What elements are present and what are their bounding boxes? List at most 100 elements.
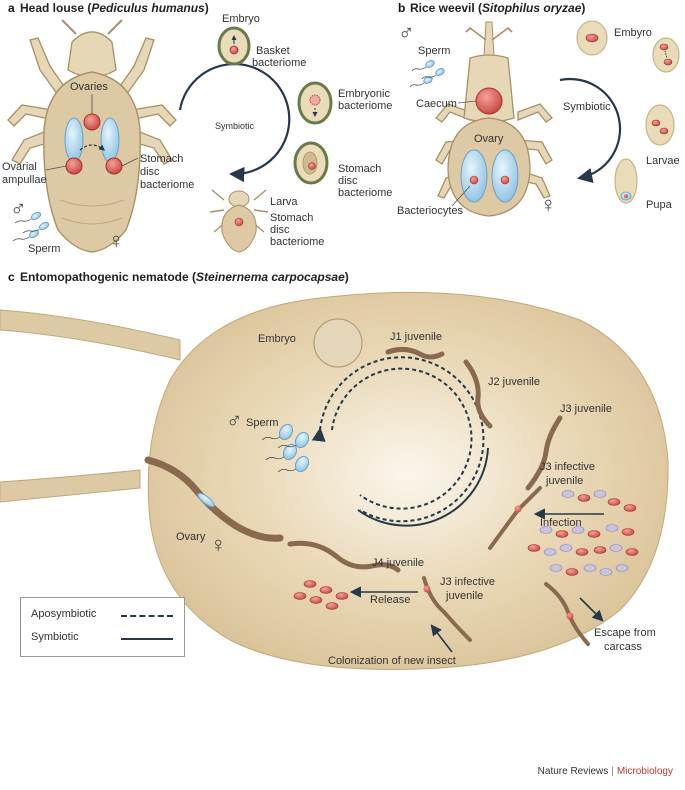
ovary-right (100, 117, 120, 163)
label-stomachr-3: bacteriome (338, 187, 392, 199)
legend-aposymbiotic-label: Aposymbiotic (31, 608, 97, 620)
male-symbol-a: ♂ (10, 196, 27, 221)
label-stomachl-2: disc (270, 224, 290, 236)
label-j3inf-2: juvenile (545, 475, 583, 487)
label-j4: J4 juvenile (372, 557, 424, 569)
label-sperm-c: Sperm (246, 417, 278, 429)
panel-c-letter: c (8, 270, 15, 284)
label-embryo-b: Embyro (614, 27, 652, 39)
female-symbol-b: ♀ (540, 192, 557, 217)
host-tail-lower (0, 469, 141, 503)
label-release: Release (370, 594, 410, 606)
label-stomach-3: bacteriome (140, 179, 194, 191)
label-stomachr-2: disc (338, 175, 358, 187)
escape-nematode (544, 582, 590, 646)
credit-line: Nature Reviews|Microbiology (538, 766, 673, 777)
ovary-left (64, 117, 84, 163)
label-sperm-b: Sperm (418, 45, 450, 57)
label-larvae: Larvae (646, 155, 680, 167)
label-ovarial-1: Ovarial (2, 161, 37, 173)
label-escape-2: carcass (604, 641, 642, 653)
panel-b-title: Rice weevil (Sitophilus oryzae) (410, 1, 585, 15)
weevil-larvae (645, 104, 675, 146)
label-ovaries: Ovaries (70, 81, 108, 93)
label-pupa: Pupa (646, 199, 673, 211)
j3-juvenile (525, 415, 563, 491)
louse-head (67, 31, 117, 78)
label-j3inf-1: J3 infective (540, 461, 595, 473)
louse-body (43, 71, 141, 253)
label-symbiotic-b: Symbiotic (563, 101, 611, 113)
credit-journal: Nature Reviews (537, 766, 609, 777)
label-embryonic-1: Embryonic (338, 88, 390, 100)
nematode-embryo (313, 318, 363, 368)
label-bacteriocytes: Bacteriocytes (397, 205, 464, 217)
label-larva: Larva (270, 196, 298, 208)
female-symbol-a: ♀ (108, 228, 125, 253)
ampulla-right (105, 157, 123, 175)
label-stomachl-3: bacteriome (270, 236, 324, 248)
cycle-c-aposymbiotic (311, 356, 485, 523)
cycle-c-inner (331, 367, 473, 510)
panel-a: a Head louse (Pediculus humanus) Ovaries… (2, 1, 392, 255)
label-basket-2: bacteriome (252, 57, 306, 69)
label-stomachr-1: Stomach (338, 163, 381, 175)
cycle-a (178, 63, 291, 183)
label-j3inf-4: juvenile (445, 590, 483, 602)
legend-dashed-line (121, 615, 173, 617)
host-body (147, 291, 669, 670)
male-symbol-b: ♂ (398, 20, 415, 45)
label-ovary-b: Ovary (474, 133, 504, 145)
j1-juvenile (385, 346, 445, 360)
credit-separator: | (611, 766, 614, 777)
legend-symbiotic-label: Symbiotic (31, 631, 79, 643)
label-sperm-a: Sperm (28, 243, 60, 255)
weevil-stage2 (652, 37, 680, 73)
male-symbol-c: ♂ (226, 408, 243, 433)
panel-a-title: Head louse (Pediculus humanus) (20, 1, 209, 15)
panel-c: c Entomopathogenic nematode (Steinernema… (0, 270, 669, 670)
larva (209, 189, 269, 253)
label-ovarial-2: ampullae (2, 174, 47, 186)
label-stomach-2: disc (140, 166, 160, 178)
cycle-c-symbiotic (357, 447, 489, 527)
panel-c-title: Entomopathogenic nematode (Steinernema c… (20, 270, 349, 284)
label-basket-1: Basket (256, 45, 290, 57)
female-symbol-c: ♀ (210, 532, 227, 557)
j4-juvenile (287, 540, 401, 573)
label-j1: J1 juvenile (390, 331, 442, 343)
sperm-a (12, 211, 50, 242)
sperm-c (261, 423, 310, 473)
credit-section: Microbiology (616, 766, 673, 777)
female-nematode (144, 456, 284, 542)
label-embryonic-2: bacteriome (338, 100, 392, 112)
ovary-bacteriome (83, 113, 101, 131)
label-colonization: Colonization of new insect (328, 655, 456, 667)
j2-juvenile (463, 359, 493, 429)
label-escape-1: Escape from (594, 627, 656, 639)
label-embryo-c: Embryo (258, 333, 296, 345)
sperm-b (409, 60, 445, 88)
label-stomach-1: Stomach (140, 153, 183, 165)
released-bacteria (293, 580, 349, 610)
legend: Aposymbiotic Symbiotic (20, 597, 185, 657)
infection-bacteria (527, 490, 639, 576)
cycle-b (559, 77, 622, 184)
weevil-pupa (614, 158, 638, 204)
label-symbiotic-a: Symbiotic (215, 121, 255, 131)
label-stomachl-1: Stomach (270, 212, 313, 224)
label-j2: J2 juvenile (488, 376, 540, 388)
host-tail-upper (0, 309, 181, 361)
caecum (475, 87, 503, 115)
label-ovary-c: Ovary (176, 531, 206, 543)
panel-b-letter: b (398, 1, 405, 15)
panel-b: b Rice weevil (Sitophilus oryzae) ♂ Sper… (397, 1, 680, 217)
label-caecum: Caecum (416, 98, 457, 110)
label-infection: Infection (540, 517, 582, 529)
panel-a-letter: a (8, 1, 15, 15)
ampulla-left (65, 157, 83, 175)
legend-solid-line (121, 638, 173, 640)
label-j3inf-3: J3 infective (440, 576, 495, 588)
